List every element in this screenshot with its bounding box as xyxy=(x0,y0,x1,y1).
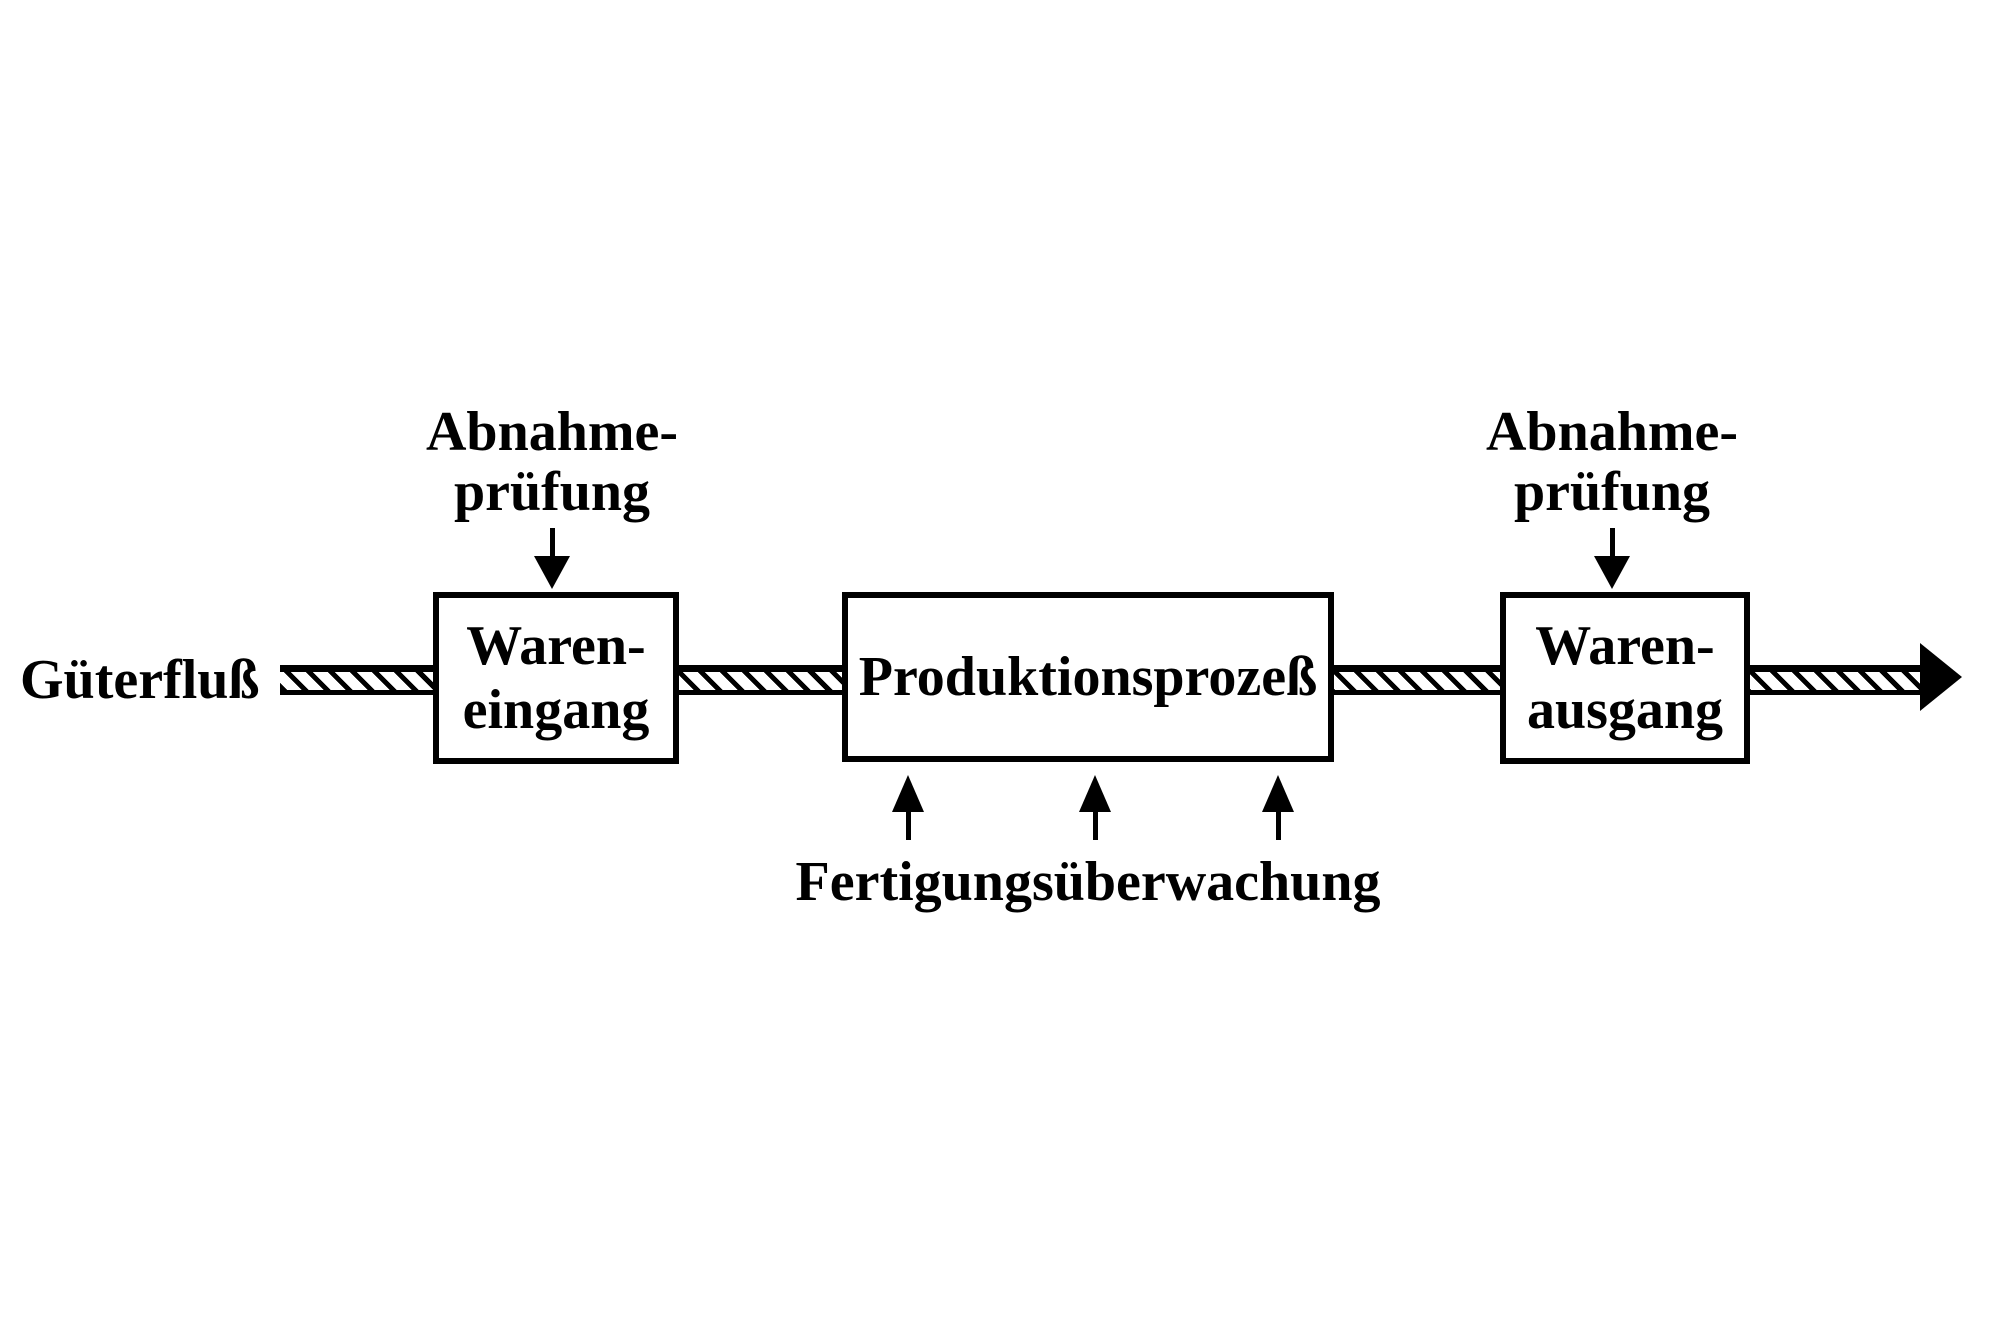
gueterfluss-label: Güterfluß xyxy=(20,649,260,711)
produktionsprozess-line1: Produktionsprozeß xyxy=(858,646,1318,708)
flow-band-segment-2 xyxy=(672,665,848,695)
down-arrow-icon xyxy=(534,528,570,589)
abnahmepruefung-right-line1: Abnahme- xyxy=(1485,401,1739,463)
wareneingang-line2: eingang xyxy=(462,679,650,741)
up-arrow-icon xyxy=(1077,775,1113,840)
wareneingang-line1: Waren- xyxy=(466,615,646,677)
box-produktionsprozess: Produktionsprozeß xyxy=(842,592,1334,762)
abnahmepruefung-right-line2: prüfung xyxy=(1513,461,1711,523)
box-warenausgang: Waren- ausgang xyxy=(1500,592,1750,764)
flow-band-segment-4 xyxy=(1744,665,1924,695)
warenausgang-line1: Waren- xyxy=(1535,615,1715,677)
up-arrow-icon xyxy=(1260,775,1296,840)
box-wareneingang: Waren- eingang xyxy=(433,592,679,764)
abnahmepruefung-left-line1: Abnahme- xyxy=(425,401,679,463)
abnahmepruefung-label-right: Abnahme- prüfung xyxy=(1452,402,1772,589)
up-arrow-icon xyxy=(890,775,926,840)
warenausgang-line2: ausgang xyxy=(1526,679,1724,741)
flow-band-segment-3 xyxy=(1328,665,1506,695)
down-arrow-icon xyxy=(1594,528,1630,589)
flow-arrowhead-icon xyxy=(1920,643,1962,711)
flow-band-segment-1 xyxy=(280,665,440,695)
fertigungsueberwachung-label: Fertigungsüberwachung xyxy=(795,851,1381,913)
abnahmepruefung-label-left: Abnahme- prüfung xyxy=(392,402,712,589)
abnahmepruefung-left-line2: prüfung xyxy=(453,461,651,523)
